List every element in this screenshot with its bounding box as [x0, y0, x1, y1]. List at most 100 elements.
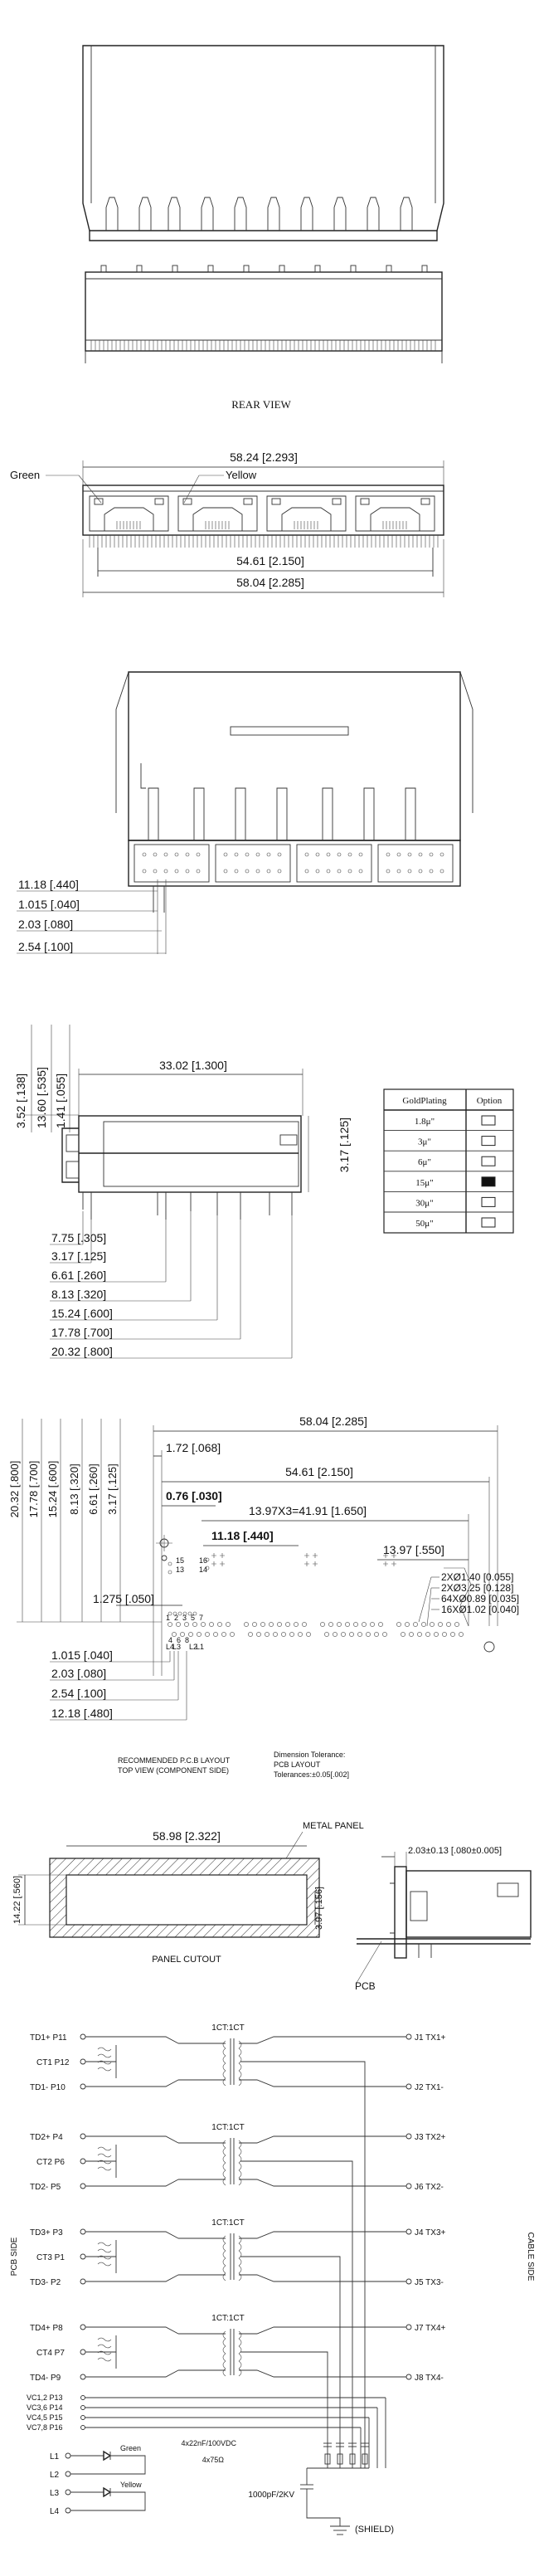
bottom-hole	[223, 852, 228, 857]
bottom-hole	[347, 869, 352, 874]
sch-jack-node	[405, 2324, 412, 2330]
panel-thickness: 2.03±0.13 [.080±0.005]	[408, 1846, 502, 1856]
sch-ratio-label: 1CT:1CT	[211, 2123, 244, 2132]
sch-led-green-label: Green	[120, 2444, 141, 2452]
sch-coil-primary	[222, 2062, 226, 2072]
pcb-pin-hole	[298, 1632, 303, 1637]
sch-wire	[85, 2369, 179, 2378]
front-port-opening	[370, 507, 420, 531]
pcb-pin-hole	[430, 1622, 435, 1627]
bottom-latch	[140, 763, 146, 789]
plating-row-label: 15μ"	[415, 1178, 433, 1188]
pcb-pin-label: 7	[199, 1614, 203, 1622]
sch-choke-coil	[97, 2337, 112, 2342]
pcb-pin-hole	[442, 1632, 447, 1637]
sch-coil-secondary	[238, 2345, 242, 2354]
sch-vc-label: VC3,6 P14	[27, 2403, 63, 2412]
bottom-hole	[304, 869, 309, 874]
depth-dim: 33.02 [1.300]	[159, 1059, 227, 1072]
sch-resistor	[362, 2453, 368, 2465]
pcb-led-hole	[182, 1611, 187, 1616]
pcb-pin-hole	[401, 1632, 405, 1637]
sch-coil-secondary	[238, 2338, 242, 2347]
bottom-view: 11.18 [.440] 1.015 [.040] 2.03 [.080] 2.…	[17, 671, 473, 954]
sch-pin-label: CT4 P7	[36, 2349, 65, 2358]
pcb-pin-hole	[248, 1632, 253, 1637]
sch-coil-primary	[222, 2147, 226, 2156]
rear-bump	[314, 265, 321, 273]
rear-bump	[207, 265, 214, 273]
side-profile: 3.52 [.138] 13.60 [.535] 1.41 [.055] 33.…	[14, 1025, 351, 1359]
rear-view-caption: REAR VIEW	[231, 398, 291, 411]
bottom-hole	[315, 852, 320, 857]
sch-jack-label: J8 TX4-	[415, 2374, 444, 2383]
sch-pin-label: CT1 P12	[36, 2058, 70, 2067]
cable-side-label: CABLE SIDE	[526, 2233, 535, 2281]
sch-vc-node	[80, 2425, 85, 2430]
bottom-hole	[358, 869, 363, 874]
sch-pin-label: CT3 P1	[36, 2253, 65, 2262]
sch-pin-node	[80, 2058, 86, 2065]
gold-plating-table: GoldPlating Option 1.8μ"3μ"6μ"15μ"30μ"50…	[383, 1088, 514, 1234]
pcb-pin-hole	[226, 1622, 231, 1627]
front-top-width: 58.24 [2.293]	[230, 450, 298, 464]
pcb-pin-label: L1	[196, 1643, 204, 1651]
pcb-vdim-label: 3.17 [.125]	[106, 1463, 119, 1514]
sch-pin-label: TD2- P5	[30, 2183, 61, 2192]
front-led	[182, 498, 192, 505]
pcb-plus-mark	[391, 1553, 396, 1558]
pcb-bottom-dim-label: 12.18 [.480]	[51, 1707, 113, 1720]
pcb-note-right-3: Tolerances:±0.05[.002]	[274, 1770, 349, 1779]
front-led	[420, 498, 430, 505]
sch-pin-node	[80, 2374, 86, 2380]
rear-bump	[136, 265, 143, 273]
sch-coil-primary	[222, 2235, 226, 2244]
bottom-hole	[174, 852, 179, 857]
bottom-hole	[407, 869, 412, 874]
sch-wire	[85, 2036, 179, 2044]
sch-ratio-label: 1CT:1CT	[211, 2314, 244, 2323]
sch-choke-coil	[97, 2067, 112, 2072]
plating-option-box	[481, 1217, 496, 1228]
pcb-pin-hole	[252, 1622, 257, 1627]
pcb-hole-callout: 64XØ0.89 [0.035]	[441, 1593, 519, 1605]
pcb-pin-hole	[405, 1622, 410, 1627]
pcb-plus-mark	[304, 1561, 309, 1566]
sch-coil-primary	[222, 2360, 226, 2369]
sch-pin-label: TD1- P10	[30, 2083, 66, 2092]
sch-coil-secondary	[238, 2353, 242, 2362]
sch-coil-secondary	[238, 2070, 242, 2079]
pcb-pin-hole	[374, 1632, 379, 1637]
sch-choke-coil	[97, 2255, 112, 2260]
sch-shield-wire	[306, 2489, 341, 2526]
bottom-hole	[266, 852, 271, 857]
plating-row-label: 1.8μ"	[415, 1117, 435, 1127]
bottom-hole	[185, 869, 190, 874]
sch-pin-node	[80, 2324, 86, 2330]
bottom-finger	[363, 787, 375, 840]
sch-coil-primary	[222, 2345, 226, 2354]
pcb-plus-mark	[220, 1553, 225, 1558]
rear-tab	[300, 197, 313, 231]
green-led-label: Green	[10, 469, 40, 481]
sch-coil-secondary	[238, 2055, 242, 2064]
sch-jack-label: J6 TX2-	[415, 2183, 444, 2192]
sch-wire	[85, 2079, 179, 2087]
plating-row-label: 6μ"	[418, 1157, 431, 1167]
height-dim-1: 3.52 [.138]	[14, 1074, 27, 1128]
pcb-note-right-2: PCB LAYOUT	[274, 1760, 321, 1769]
bottom-hole	[386, 852, 391, 857]
rear-bump	[386, 265, 392, 273]
pcb-pin-hole	[197, 1632, 202, 1637]
rear-tab	[105, 197, 119, 231]
pcb-bottom-dim-label: 2.54 [.100]	[51, 1687, 106, 1700]
pcb-pin-hole	[221, 1632, 226, 1637]
sch-ct-tap	[240, 2160, 353, 2468]
bottom-hole	[234, 852, 239, 857]
pcb-note-left-1: RECOMMENDED P.C.B LAYOUT	[118, 1756, 231, 1765]
sch-wire	[239, 2231, 406, 2239]
sch-jack-node	[405, 2374, 412, 2380]
pcb-led-hole	[168, 1570, 172, 1575]
pcb-plus-mark	[383, 1561, 388, 1566]
